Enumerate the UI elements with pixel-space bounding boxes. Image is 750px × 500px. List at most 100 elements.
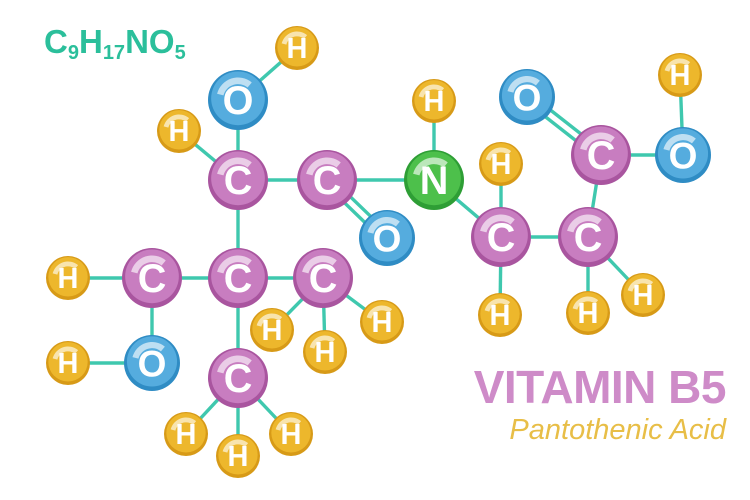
atom-h-h12: H xyxy=(303,330,347,374)
atom-label: O xyxy=(373,219,402,260)
atom-gloss-highlight xyxy=(52,346,79,360)
bond-O4-H8 xyxy=(678,90,684,134)
atom-gloss-highlight xyxy=(480,214,515,233)
atom-label: O xyxy=(138,344,167,385)
atom-gloss-highlight xyxy=(217,77,252,96)
atom-c-c5: C xyxy=(571,125,631,185)
atom-label: H xyxy=(372,307,393,339)
molecular-formula: C9H17NO5 xyxy=(44,23,186,64)
formula-element-N: N xyxy=(125,23,149,60)
atom-gloss-highlight xyxy=(281,31,308,45)
atom-gloss-highlight xyxy=(52,261,79,275)
atom-label: H xyxy=(169,116,190,148)
atom-gloss-highlight xyxy=(302,255,337,274)
atom-h-h16: H xyxy=(269,412,313,456)
atom-gloss-highlight xyxy=(132,342,165,359)
atom-o-o2: O xyxy=(359,210,415,266)
formula-element-H: H xyxy=(78,23,103,60)
atom-c-c4: C xyxy=(558,207,618,267)
atom-label: H xyxy=(490,300,511,332)
atom-gloss-highlight xyxy=(163,114,190,128)
formula-count-C: 9 xyxy=(67,42,79,64)
atom-c-c9: C xyxy=(208,348,268,408)
formula-element-O: O xyxy=(148,23,175,60)
atom-gloss-highlight xyxy=(256,313,283,327)
atom-label: O xyxy=(669,136,698,177)
atom-h-h14: H xyxy=(164,412,208,456)
atom-gloss-highlight xyxy=(217,355,252,374)
atom-label: H xyxy=(670,60,691,92)
atom-h-h3: H xyxy=(412,79,456,123)
atom-label: H xyxy=(578,298,599,330)
atom-h-h13: H xyxy=(360,300,404,344)
bond-C1-H2 xyxy=(190,139,221,166)
atom-label: C xyxy=(487,216,516,260)
atom-c-c6: C xyxy=(122,248,182,308)
atom-gloss-highlight xyxy=(572,296,599,310)
atom-gloss-highlight xyxy=(580,132,615,151)
atom-gloss-highlight xyxy=(217,255,252,274)
bond-C5-O3-a xyxy=(545,105,586,139)
atom-label: O xyxy=(513,78,542,119)
bond-O1-H1 xyxy=(254,57,287,86)
atom-h-h1: H xyxy=(275,26,319,70)
atom-gloss-highlight xyxy=(367,217,400,234)
bond-C9-H16 xyxy=(253,394,282,424)
atom-gloss-highlight xyxy=(627,278,654,292)
atom-label: N xyxy=(420,159,449,203)
atom-o-o4: O xyxy=(655,127,711,183)
atom-gloss-highlight xyxy=(663,134,696,151)
atom-gloss-highlight xyxy=(170,417,197,431)
atom-gloss-highlight xyxy=(306,157,341,176)
atom-h-h5: H xyxy=(478,293,522,337)
atom-label: H xyxy=(315,337,336,369)
atom-gloss-highlight xyxy=(418,84,445,98)
atom-label: C xyxy=(587,134,616,178)
atom-label: C xyxy=(224,357,253,401)
atom-o-o3: O xyxy=(499,69,555,125)
atom-c-c2: C xyxy=(297,150,357,210)
atom-gloss-highlight xyxy=(275,417,302,431)
bond-C2-O2-a xyxy=(340,198,370,227)
atom-label: H xyxy=(176,419,197,451)
atom-gloss-highlight xyxy=(485,147,512,161)
atom-label: H xyxy=(424,86,445,118)
atom-c-c8: C xyxy=(293,248,353,308)
atom-c-c1: C xyxy=(208,150,268,210)
atom-h-h11: H xyxy=(250,308,294,352)
atom-o-o5: O xyxy=(124,335,180,391)
atom-gloss-highlight xyxy=(484,298,511,312)
bond-N1-C3 xyxy=(451,194,484,223)
atom-h-h15: H xyxy=(216,434,260,478)
formula-count-O: 5 xyxy=(174,42,186,64)
atom-label: H xyxy=(633,280,654,312)
atom-gloss-highlight xyxy=(222,439,249,453)
atom-o-o1: O xyxy=(208,70,268,130)
atom-n-n1: N xyxy=(404,150,464,210)
atom-label: H xyxy=(228,441,249,473)
atom-label: C xyxy=(574,216,603,260)
atom-label: O xyxy=(223,79,254,123)
atom-h-h7: H xyxy=(621,273,665,317)
page-title: VITAMIN B5 xyxy=(473,361,727,413)
bond-C4-H7 xyxy=(603,253,634,285)
atom-gloss-highlight xyxy=(507,76,540,93)
atom-c-c3: C xyxy=(471,207,531,267)
atom-h-h10: H xyxy=(46,341,90,385)
atom-gloss-highlight xyxy=(217,157,252,176)
atom-h-h9: H xyxy=(46,256,90,300)
bond-C9-H14 xyxy=(195,394,223,424)
atom-gloss-highlight xyxy=(366,305,393,319)
page-subtitle: Pantothenic Acid xyxy=(509,414,726,446)
atom-label: H xyxy=(58,348,79,380)
atom-gloss-highlight xyxy=(413,157,448,176)
atom-label: H xyxy=(281,419,302,451)
atom-gloss-highlight xyxy=(567,214,602,233)
atom-label: H xyxy=(262,315,283,347)
atom-gloss-highlight xyxy=(664,58,691,72)
title-block: VITAMIN B5 Pantothenic Acid xyxy=(366,361,727,447)
atom-label: C xyxy=(224,257,253,301)
